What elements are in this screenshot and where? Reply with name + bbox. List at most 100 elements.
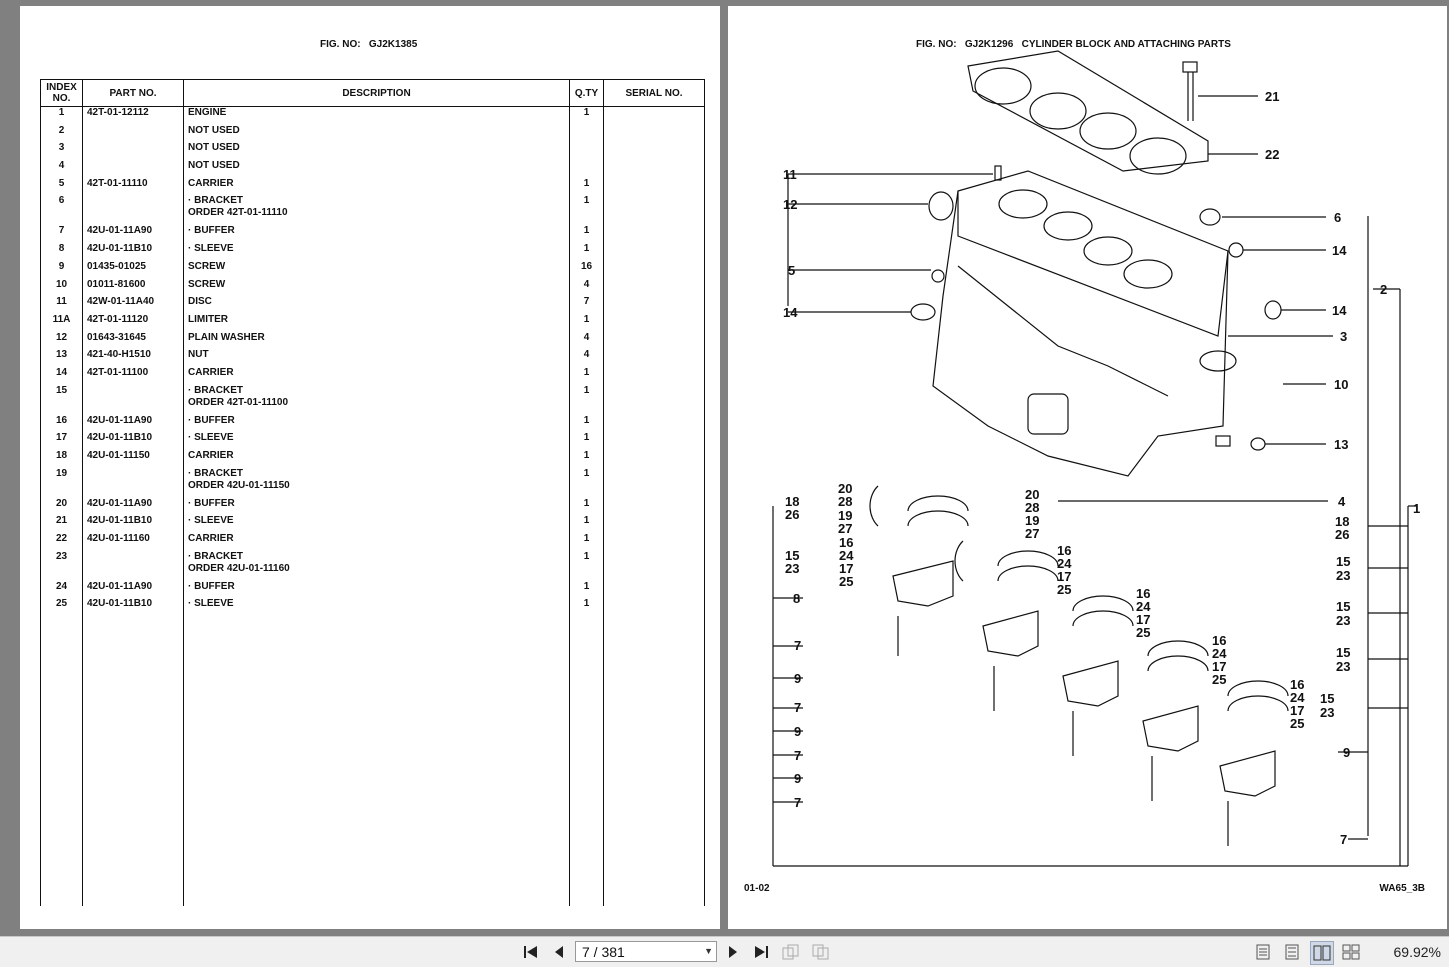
cell-description: LIMITER: [183, 313, 570, 332]
cell-serial-no: [603, 414, 705, 433]
cell-index: 13: [40, 349, 83, 367]
cell-part-no: [82, 384, 184, 415]
cell-qty: 16: [569, 260, 604, 279]
continuous-facing-view-icon[interactable]: [1340, 941, 1362, 963]
cell-serial-no: [603, 533, 705, 551]
cylinder-block-diagram: 21 22 11 12 6 14 2 5 14 14 3 10 13 4 1 1…: [772, 50, 1420, 867]
page-code: 01-02: [744, 883, 770, 894]
cell-qty: 4: [569, 349, 604, 367]
callout-14: 14: [1332, 303, 1347, 318]
callout-16: 16: [839, 535, 853, 550]
callout-5: 5: [788, 263, 795, 278]
cell-serial-no: [603, 497, 705, 516]
cell-description: · BUFFER: [183, 414, 570, 433]
next-view-button[interactable]: [810, 941, 832, 963]
chevron-down-icon[interactable]: ▼: [704, 946, 713, 956]
callout-9: 9: [1343, 745, 1350, 760]
cell-serial-no: [603, 450, 705, 468]
callout-20: 20: [838, 481, 852, 496]
zoom-level[interactable]: 69.92%: [1393, 944, 1441, 960]
cell-qty: 1: [569, 225, 604, 244]
callout-18: 18: [785, 494, 799, 509]
cell-index: 2: [40, 124, 83, 143]
cell-index: 14: [40, 366, 83, 385]
cell-part-no: 01011-81600: [82, 278, 184, 297]
left-fig-number: FIG. NO: GJ2K1385: [320, 39, 418, 50]
first-page-button[interactable]: [520, 941, 542, 963]
previous-view-button[interactable]: [780, 941, 802, 963]
cell-index: 1: [40, 106, 83, 125]
col-description: DESCRIPTION: [183, 79, 570, 107]
cell-index: 4: [40, 160, 83, 178]
callout-25: 25: [1290, 716, 1304, 731]
previous-page-button[interactable]: [548, 941, 570, 963]
cell-index: 25: [40, 598, 83, 617]
cell-part-no: 421-40-H1510: [82, 349, 184, 367]
cell-part-no: [82, 550, 184, 581]
facing-view-icon[interactable]: [1310, 941, 1334, 965]
cell-description: NOT USED: [183, 160, 570, 178]
cell-serial-no: [603, 366, 705, 385]
page-number-input[interactable]: 7 / 381 ▼: [575, 941, 717, 962]
cell-index: 11A: [40, 313, 83, 332]
cell-part-no: 42U-01-11A90: [82, 225, 184, 244]
callout-23: 23: [1320, 705, 1334, 720]
cell-part-no: [82, 467, 184, 498]
cell-qty: [569, 124, 604, 143]
callout-7: 7: [794, 700, 801, 715]
col-index-no: INDEX NO.: [40, 79, 83, 107]
cell-description: · BUFFER: [183, 580, 570, 599]
cell-qty: 4: [569, 278, 604, 297]
next-page-button[interactable]: [722, 941, 744, 963]
callout-15: 15: [1336, 645, 1350, 660]
callout-21: 21: [1265, 89, 1279, 104]
cell-description: · SLEEVE: [183, 432, 570, 450]
cell-serial-no: [603, 598, 705, 617]
callout-7: 7: [794, 795, 801, 810]
cell-serial-no: [603, 177, 705, 196]
cell-part-no: 01435-01025: [82, 260, 184, 279]
callout-6: 6: [1334, 210, 1341, 225]
callout-15: 15: [1320, 691, 1334, 706]
cell-description: NUT: [183, 349, 570, 367]
continuous-view-icon[interactable]: [1281, 941, 1303, 963]
drawing-code: WA65_3B: [1379, 883, 1425, 894]
table-filler: [40, 616, 705, 907]
last-page-button[interactable]: [750, 941, 772, 963]
cell-description: · SLEEVE: [183, 243, 570, 261]
cell-index: 15: [40, 384, 83, 415]
cell-part-no: [82, 160, 184, 178]
diagram-callouts: 21 22 11 12 6 14 2 5 14 14 3 10 13 4 1 1…: [783, 89, 1420, 847]
cell-serial-no: [603, 225, 705, 244]
cell-index: 12: [40, 331, 83, 350]
cell-qty: 1: [569, 106, 604, 125]
callout-1: 1: [1413, 501, 1420, 516]
cell-serial-no: [603, 313, 705, 332]
cell-qty: 1: [569, 313, 604, 332]
callout-16: 16: [1136, 586, 1150, 601]
callout-15: 15: [785, 548, 799, 563]
callout-24: 24: [1057, 556, 1072, 571]
cell-serial-no: [603, 550, 705, 581]
cell-description: CARRIER: [183, 533, 570, 551]
cell-part-no: 42U-01-11150: [82, 450, 184, 468]
callout-24: 24: [1136, 599, 1151, 614]
callout-9: 9: [794, 724, 801, 739]
cell-part-no: 42U-01-11B10: [82, 598, 184, 617]
cell-index: 20: [40, 497, 83, 516]
callout-3: 3: [1340, 329, 1347, 344]
cell-part-no: 42U-01-11A90: [82, 497, 184, 516]
single-page-view-icon[interactable]: [1252, 941, 1274, 963]
cylinder-block-shape: [932, 170, 1229, 477]
